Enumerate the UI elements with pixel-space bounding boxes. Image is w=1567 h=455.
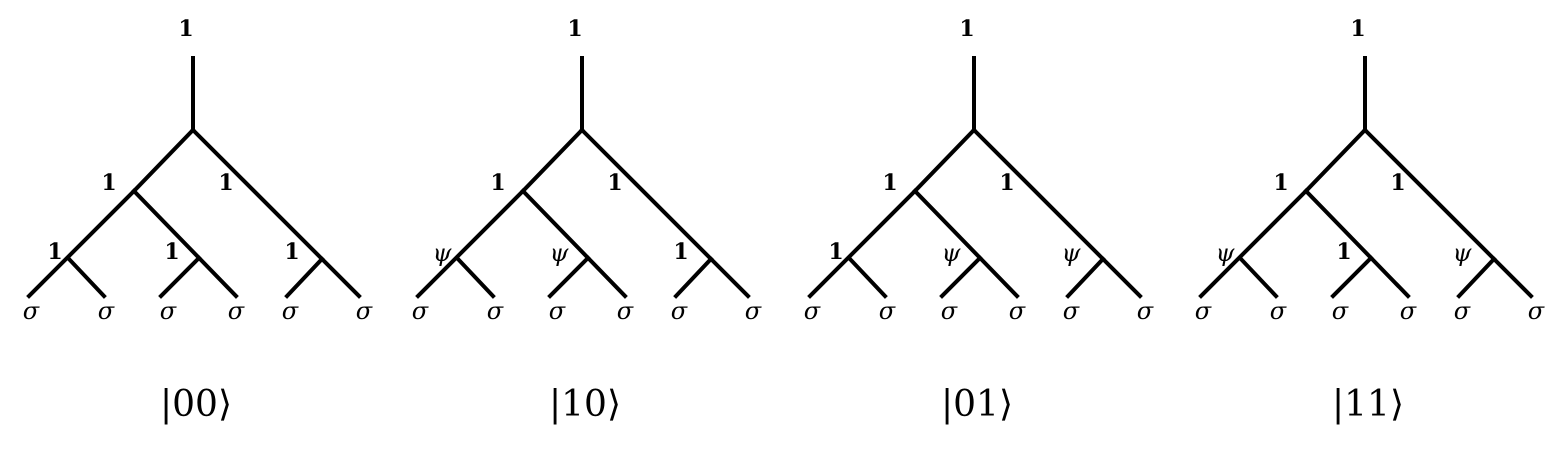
leaf-label-2: σ [1270,297,1287,325]
right-branch [971,127,1143,299]
leaf-label-5: σ [671,297,688,325]
left-label: 1 [490,170,505,196]
left-branch [1303,127,1368,194]
left-right-branch [520,188,628,299]
leaf-label-2: σ [98,297,115,325]
inner-label-2: ψ [550,239,570,267]
leaf-label-6: σ [1528,297,1545,325]
leaf-label-6: σ [356,297,373,325]
leaf-stub-2 [1330,255,1374,299]
fusion-tree-4: 1 1 1 ψ 1 ψ σ σ σ σ σ σ |11⟩ [1195,16,1545,425]
leaf-stub-3 [1456,256,1497,299]
root-label: 1 [178,16,193,42]
left-label: 1 [1273,170,1288,196]
inner-label-3: 1 [673,239,688,265]
leaf-label-4: σ [228,297,245,325]
leaf-stub-2 [939,255,983,299]
inner-label-2: ψ [942,239,962,267]
left-left-branch [415,188,526,299]
leaf-stub-2 [547,255,591,299]
inner-label-3: ψ [1062,239,1082,267]
inner-label-1: ψ [433,239,453,267]
right-label: 1 [1390,170,1405,196]
left-left-branch [1198,188,1309,299]
fusion-tree-1: 1 1 1 1 1 1 σ σ σ σ σ σ |00⟩ [23,16,373,425]
leaf-label-2: σ [879,297,896,325]
leaf-label-6: σ [1137,297,1154,325]
fusion-tree-2: 1 1 1 ψ ψ 1 σ σ σ σ σ σ |10⟩ [412,16,762,425]
leaf-label-5: σ [1454,297,1471,325]
leaf-stub-1 [65,255,107,299]
left-left-branch [807,188,918,299]
inner-label-1: 1 [828,239,843,265]
root-label: 1 [1350,16,1365,42]
leaf-stub-1 [1237,255,1279,299]
leaf-label-3: σ [160,297,177,325]
left-label: 1 [101,170,116,196]
leaf-label-3: σ [1332,297,1349,325]
leaf-stub-3 [673,256,714,299]
leaf-stub-1 [454,255,496,299]
leaf-stub-2 [158,255,202,299]
leaf-label-4: σ [1009,297,1026,325]
right-label: 1 [607,170,622,196]
leaf-label-5: σ [1063,297,1080,325]
leaf-label-1: σ [1195,297,1212,325]
left-branch [131,127,196,194]
right-branch [1362,127,1534,299]
leaf-label-3: σ [941,297,958,325]
inner-label-3: ψ [1453,239,1473,267]
right-branch [190,127,362,299]
right-branch [579,127,751,299]
leaf-stub-3 [284,256,325,299]
inner-label-1: ψ [1216,239,1236,267]
state-label: |10⟩ [549,384,621,425]
leaf-label-4: σ [1400,297,1417,325]
leaf-label-6: σ [745,297,762,325]
leaf-stub-3 [1065,256,1106,299]
root-label: 1 [959,16,974,42]
root-label: 1 [567,16,582,42]
right-label: 1 [999,170,1014,196]
state-label: |11⟩ [1332,384,1404,425]
left-label: 1 [882,170,897,196]
fusion-tree-3: 1 1 1 1 ψ ψ σ σ σ σ σ σ |01⟩ [804,16,1154,425]
leaf-label-3: σ [549,297,566,325]
inner-label-3: 1 [284,239,299,265]
leaf-label-2: σ [487,297,504,325]
left-branch [520,127,585,194]
leaf-label-5: σ [282,297,299,325]
right-label: 1 [218,170,233,196]
inner-label-1: 1 [47,239,62,265]
leaf-label-4: σ [617,297,634,325]
state-label: |01⟩ [941,384,1013,425]
left-right-branch [912,188,1020,299]
left-branch [912,127,977,194]
leaf-label-1: σ [804,297,821,325]
leaf-stub-1 [846,255,888,299]
inner-label-2: 1 [164,239,179,265]
state-label: |00⟩ [160,384,232,425]
left-right-branch [131,188,239,299]
left-right-branch [1303,188,1411,299]
leaf-label-1: σ [23,297,40,325]
leaf-label-1: σ [412,297,429,325]
left-left-branch [26,188,137,299]
inner-label-2: 1 [1336,239,1351,265]
